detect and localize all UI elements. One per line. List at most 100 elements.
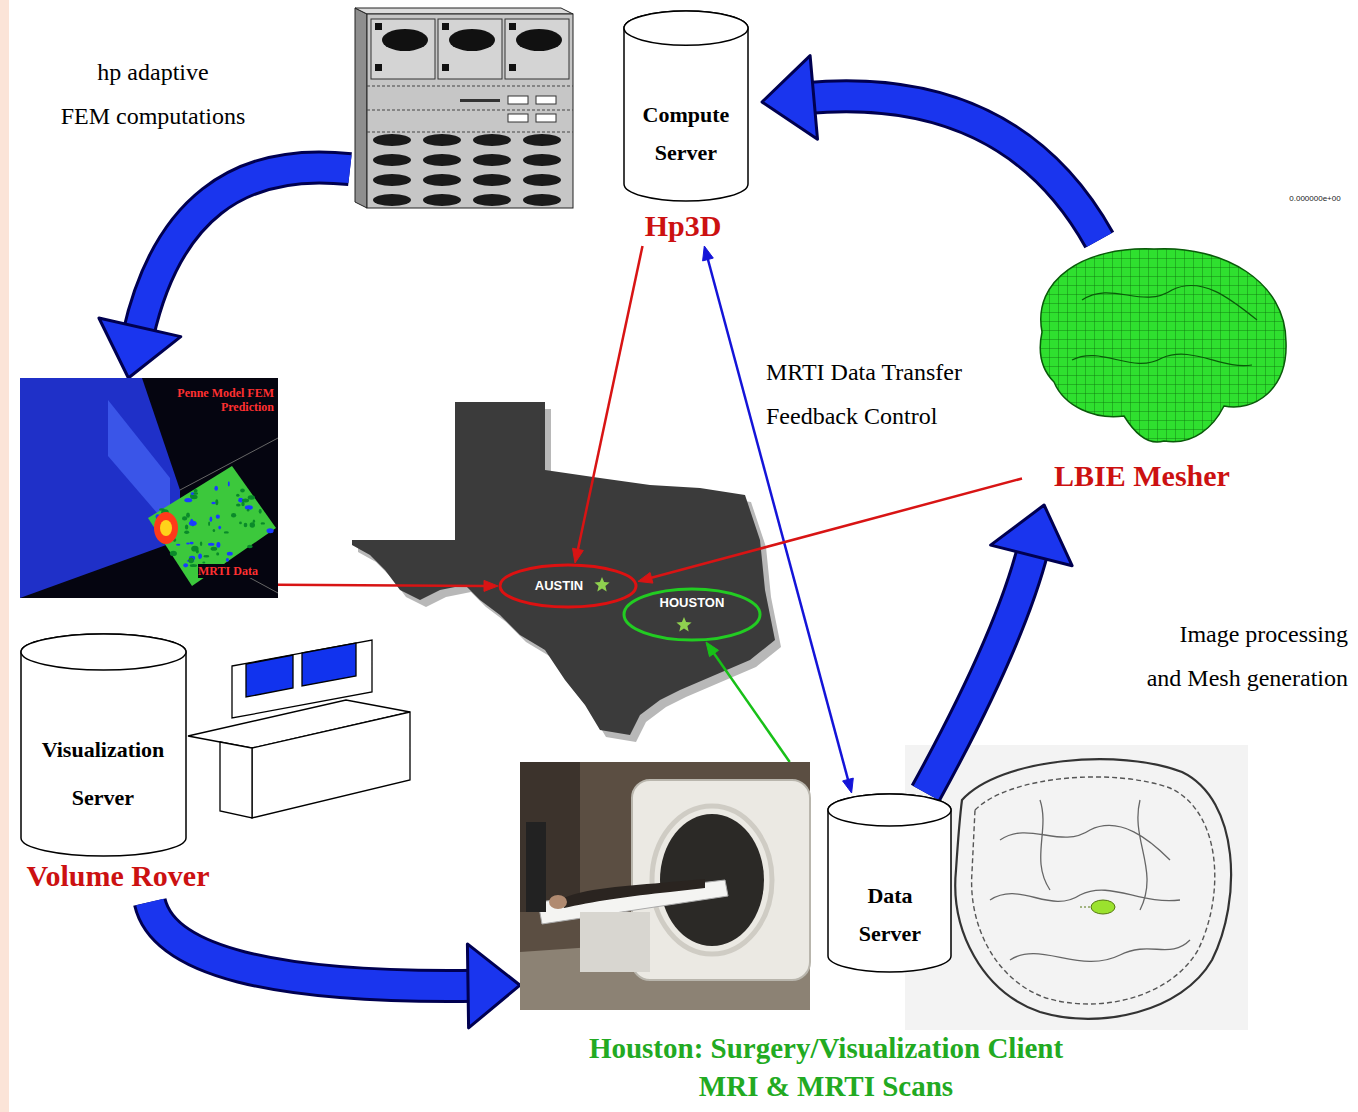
rack-fan	[473, 154, 511, 166]
render-label: MRTI Data	[198, 564, 274, 578]
arrow-line	[578, 246, 643, 551]
mrti-speckle	[194, 489, 198, 492]
edge-label-holder: hp adaptive FEM computations	[48, 50, 258, 138]
mrti-plane	[148, 466, 276, 586]
arrow-shaft-outline	[806, 96, 1099, 240]
software-name-holder: Volume Rover	[8, 858, 228, 894]
mrti-speckle	[208, 522, 210, 526]
rack-port	[508, 96, 528, 104]
patient	[560, 879, 705, 908]
server-name: Compute Server	[629, 96, 743, 172]
server-rack	[350, 6, 580, 212]
city-node: HOUSTON	[622, 587, 762, 642]
city-name: AUSTIN	[526, 578, 592, 594]
arrow-shaft	[138, 167, 350, 335]
mrti-speckle	[200, 541, 202, 546]
mrti-speckle	[189, 521, 197, 526]
mrti-speckle	[182, 516, 187, 520]
brain-fold	[1072, 285, 1257, 365]
mrti-speckle	[184, 531, 189, 534]
software-name: Volume Rover	[8, 858, 228, 894]
data-server-node: Data Server	[826, 793, 954, 975]
brain-shape	[1040, 249, 1286, 442]
mrti-speckle	[248, 495, 255, 499]
arrow-shaft-outline	[926, 548, 1034, 793]
rack-bay	[505, 19, 569, 79]
client-node: Houston: Surgery/Visualization ClientMRI…	[520, 762, 810, 1010]
mrti-speckle	[267, 528, 274, 533]
rack-fan	[423, 194, 461, 206]
rack-bay	[371, 19, 435, 79]
render-label: Penne Model FEM Prediction	[172, 386, 274, 414]
rack-bay	[438, 19, 502, 79]
mri-scan-image	[905, 745, 1248, 1030]
mrti-speckle	[227, 552, 233, 556]
rack-disk	[449, 29, 495, 51]
arrow-head	[991, 505, 1073, 566]
mrti-speckle	[261, 522, 265, 524]
mrti-speckle	[176, 544, 180, 546]
software-name-holder: Hp3D	[598, 208, 768, 244]
rack-led	[375, 64, 382, 71]
mrti-speckle	[247, 509, 250, 512]
mrti-speckle	[159, 508, 165, 510]
mrti-speckle	[240, 488, 245, 492]
rack-fan	[423, 134, 461, 146]
arrow-head	[843, 778, 854, 793]
fem-slab	[20, 378, 180, 598]
compute-server-node: Compute ServerHp3D	[350, 6, 762, 246]
rack-rail	[367, 132, 573, 133]
render-label-holder: Penne Model FEM Prediction	[172, 386, 274, 414]
patient-head	[549, 895, 567, 909]
cylinder-top	[624, 11, 748, 45]
map-state	[352, 402, 775, 735]
edge-label: Image processing and Mesh generation	[1088, 612, 1348, 700]
rack-fan	[373, 154, 411, 166]
server-name-holder: Visualization Server	[23, 726, 183, 822]
render-axis	[180, 438, 278, 490]
brain-mesh	[1022, 240, 1298, 452]
page-edge-strip	[0, 0, 9, 1112]
city-name-holder: AUSTIN	[526, 578, 592, 594]
mrti-speckle	[236, 504, 241, 507]
server-name: Data Server	[838, 877, 942, 953]
rack-fan	[373, 174, 411, 186]
city-star	[676, 617, 691, 632]
mesher-node: LBIE Mesher	[1022, 240, 1298, 505]
arrow-head	[706, 642, 719, 657]
mrti-speckle	[184, 498, 192, 502]
arrow-line	[707, 258, 848, 782]
heat-core	[160, 520, 172, 536]
rack-port	[508, 114, 528, 122]
arrow-head	[484, 580, 498, 591]
mrti-speckle	[193, 492, 198, 495]
rack-fan	[423, 154, 461, 166]
server-name-holder: Compute Server	[629, 96, 743, 172]
flow-arrow	[150, 902, 520, 1028]
rack-led	[509, 23, 516, 30]
cylinder-body	[624, 11, 748, 201]
arrow-head	[467, 944, 520, 1028]
rack-disk	[382, 29, 428, 51]
mrti-speckle	[208, 543, 214, 546]
mrti-speckle	[183, 563, 188, 567]
rack-led	[442, 23, 449, 30]
edge-label: MRTI Data Transfer Feedback Control	[766, 350, 1018, 438]
terminal-window	[302, 643, 356, 686]
rack-disk	[516, 29, 562, 51]
heat-spot	[154, 512, 178, 544]
mrti-speckle	[210, 516, 213, 522]
arrow-shaft	[926, 548, 1034, 793]
terminal-window	[246, 655, 293, 697]
scan-marker	[1080, 907, 1092, 908]
rack-side	[355, 8, 367, 208]
rack-rail	[367, 110, 573, 111]
scan-target	[1091, 900, 1115, 914]
link-arrow	[638, 479, 1022, 584]
rack-led	[509, 64, 516, 71]
render-ground	[20, 378, 278, 598]
terminal-side	[220, 742, 252, 818]
server-name-holder: Data Server	[838, 877, 942, 953]
rack-fan	[473, 194, 511, 206]
link-arrow	[703, 246, 854, 793]
